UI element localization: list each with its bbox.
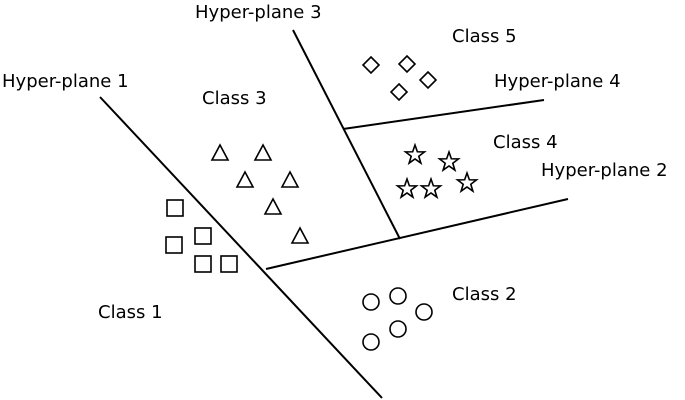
- star-marker: [419, 176, 443, 200]
- triangle-marker: [280, 170, 300, 188]
- circle-marker: [389, 287, 407, 305]
- class-3-markers: [210, 143, 310, 244]
- star-marker: [403, 142, 427, 166]
- diamond-marker: [397, 54, 417, 74]
- square-marker: [166, 199, 184, 217]
- triangle-marker: [263, 197, 283, 215]
- square-marker: [194, 255, 212, 273]
- circle-marker: [362, 293, 380, 311]
- triangle-marker: [235, 170, 255, 188]
- hyperplane-1-label: Hyper-plane 1: [2, 71, 129, 92]
- circle-marker: [362, 333, 380, 351]
- hyperplane-4-label: Hyper-plane 4: [494, 71, 621, 92]
- triangle-marker: [290, 226, 310, 244]
- hyperplane-4-line: [342, 99, 545, 130]
- class-1-markers: [165, 199, 238, 273]
- class-1-label: Class 1: [98, 302, 163, 323]
- star-marker: [395, 176, 419, 200]
- square-marker: [220, 255, 238, 273]
- class-4-markers: [395, 142, 479, 200]
- star-marker: [437, 149, 461, 173]
- circle-marker: [415, 303, 433, 321]
- star-marker: [455, 170, 479, 194]
- triangle-marker: [210, 143, 230, 161]
- class-3-label: Class 3: [202, 88, 267, 109]
- class-5-markers: [361, 54, 438, 102]
- class-2-label: Class 2: [452, 284, 517, 305]
- diamond-marker: [389, 82, 409, 102]
- hyperplane-3-line: [292, 29, 401, 240]
- circle-marker: [389, 320, 407, 338]
- diamond-marker: [361, 55, 381, 75]
- hyperplane-2-line: [265, 198, 569, 270]
- class-5-label: Class 5: [452, 26, 517, 47]
- triangle-marker: [253, 143, 273, 161]
- diamond-marker: [418, 70, 438, 90]
- square-marker: [194, 227, 212, 245]
- class-2-markers: [362, 287, 433, 351]
- hyperplane-3-label: Hyper-plane 3: [195, 2, 322, 23]
- square-marker: [165, 236, 183, 254]
- hyperplane-2-label: Hyper-plane 2: [541, 160, 668, 181]
- class-4-label: Class 4: [493, 132, 558, 153]
- hyperplane-1-line: [99, 96, 383, 399]
